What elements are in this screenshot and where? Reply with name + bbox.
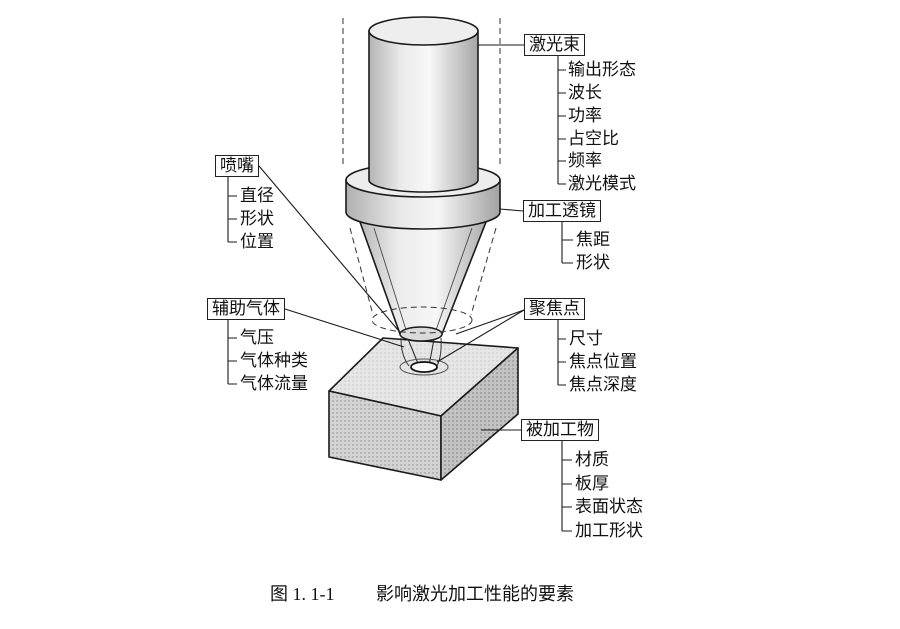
label-workpiece: 被加工物 [521, 419, 599, 441]
leader-line-focus-1 [455, 309, 525, 335]
cylinder-top-face [368, 16, 479, 46]
label-assist-gas: 辅助气体 [207, 298, 285, 320]
label-nozzle: 喷嘴 [215, 155, 259, 177]
workpiece-item: 表面状态 [575, 497, 643, 517]
laser-beam-item: 功率 [568, 106, 602, 126]
cutting-spot [410, 361, 438, 373]
leader-line-lens [499, 208, 524, 212]
figure-caption-number: 图 1. 1-1 [270, 584, 335, 604]
cutting-spot-outer [399, 358, 449, 376]
label-lens: 加工透镜 [523, 200, 601, 222]
workpiece-item: 板厚 [575, 474, 609, 494]
bracket-workpiece [561, 441, 572, 532]
label-focus: 聚焦点 [524, 298, 585, 320]
nozzle-item: 形状 [240, 209, 274, 229]
assist-gas-item: 气压 [240, 328, 274, 348]
dashed-line-right-lower [470, 227, 497, 316]
dashed-line-left-lower [349, 227, 374, 316]
nozzle-item: 位置 [240, 232, 274, 252]
laser-beam-item: 激光模式 [568, 174, 636, 194]
assist-gas-item: 气体流量 [240, 374, 308, 394]
leader-line-assist-gas [284, 308, 405, 348]
workpiece-item: 加工形状 [575, 521, 643, 541]
workpiece-item: 材质 [575, 450, 609, 470]
workpiece-block [328, 337, 519, 481]
leader-lines [258, 44, 525, 431]
converging-beam-lines [373, 227, 473, 334]
bracket-focus [557, 320, 566, 386]
focused-beam-line-right [428, 338, 435, 367]
laser-beam-cylinder [368, 30, 479, 193]
laser-beam-below-nozzle [407, 338, 435, 367]
laser-beam-item: 输出形态 [568, 60, 636, 80]
leader-line-focus-2 [436, 309, 525, 363]
gas-flow-line-right [436, 337, 442, 367]
beam-envelope-dashed [342, 18, 501, 316]
workpiece-right-face [440, 347, 519, 481]
focus-item: 焦点深度 [569, 375, 637, 395]
bracket-lens [561, 222, 573, 264]
focused-beam-line-left [407, 338, 420, 367]
converging-beam-line-left [373, 227, 408, 334]
focus-item: 焦点位置 [569, 352, 637, 372]
focus-item: 尺寸 [569, 329, 603, 349]
assist-gas-flow [400, 337, 442, 367]
nozzle-cone [358, 221, 488, 342]
converging-beam-line-right [434, 227, 473, 334]
bracket-assist-gas [227, 320, 237, 385]
assist-gas-item: 气体种类 [240, 351, 308, 371]
figure-caption-title: 影响激光加工性能的要素 [376, 584, 574, 604]
laser-beam-item: 占空比 [568, 129, 619, 149]
label-laser-beam: 激光束 [524, 34, 585, 56]
lens-item: 焦距 [576, 230, 610, 250]
laser-beam-item: 波长 [568, 83, 602, 103]
nozzle-item: 直径 [240, 186, 274, 206]
brackets [227, 56, 573, 532]
bracket-laser-beam [557, 56, 566, 185]
bracket-nozzle [227, 177, 237, 243]
nozzle-opening [399, 326, 443, 342]
gas-flow-line-left [400, 337, 410, 367]
leader-line-nozzle [258, 165, 399, 331]
lens-item: 形状 [576, 253, 610, 273]
focus-region-dashed-ellipse [371, 306, 473, 334]
laser-beam-item: 频率 [568, 151, 602, 171]
